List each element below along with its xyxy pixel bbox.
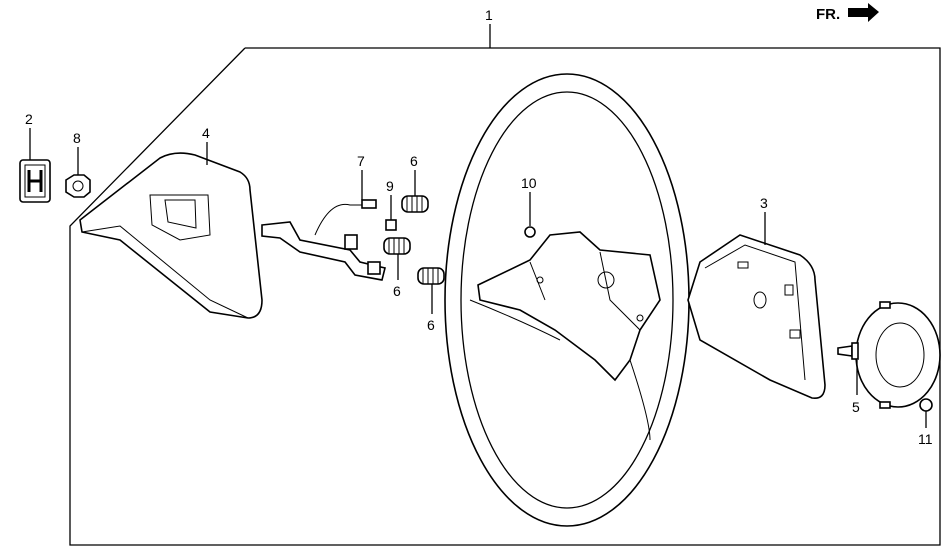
callout-2: 2 [25, 111, 33, 127]
part-emblem [19, 159, 51, 203]
part-screw [385, 219, 397, 231]
arrow-right-icon [848, 3, 879, 22]
callout-11: 11 [918, 431, 933, 447]
callout-6a: 6 [410, 153, 418, 169]
callout-6c: 6 [427, 317, 435, 333]
part-bolt [524, 226, 536, 238]
callout-10: 10 [521, 175, 537, 191]
part-steering-wheel [444, 73, 690, 527]
part-spring [383, 237, 411, 255]
callout-5: 5 [852, 399, 860, 415]
part-horn-contact [261, 199, 386, 281]
part-spring [417, 267, 445, 285]
orientation-label: FR. [816, 6, 840, 23]
callout-6b: 6 [393, 283, 401, 299]
callout-9: 9 [386, 178, 394, 194]
part-horn-pad [79, 152, 263, 319]
part-clip [919, 398, 933, 412]
part-nut [65, 174, 91, 198]
callout-8: 8 [73, 130, 81, 146]
part-screw [837, 342, 859, 360]
part-cancel-ring [855, 301, 941, 409]
assembly-frame [69, 47, 941, 546]
callout-7: 7 [357, 153, 365, 169]
callout-3: 3 [760, 195, 768, 211]
callout-4: 4 [202, 125, 210, 141]
part-rear-cover [687, 234, 826, 400]
part-spring [401, 195, 429, 213]
callout-1: 1 [485, 7, 493, 23]
